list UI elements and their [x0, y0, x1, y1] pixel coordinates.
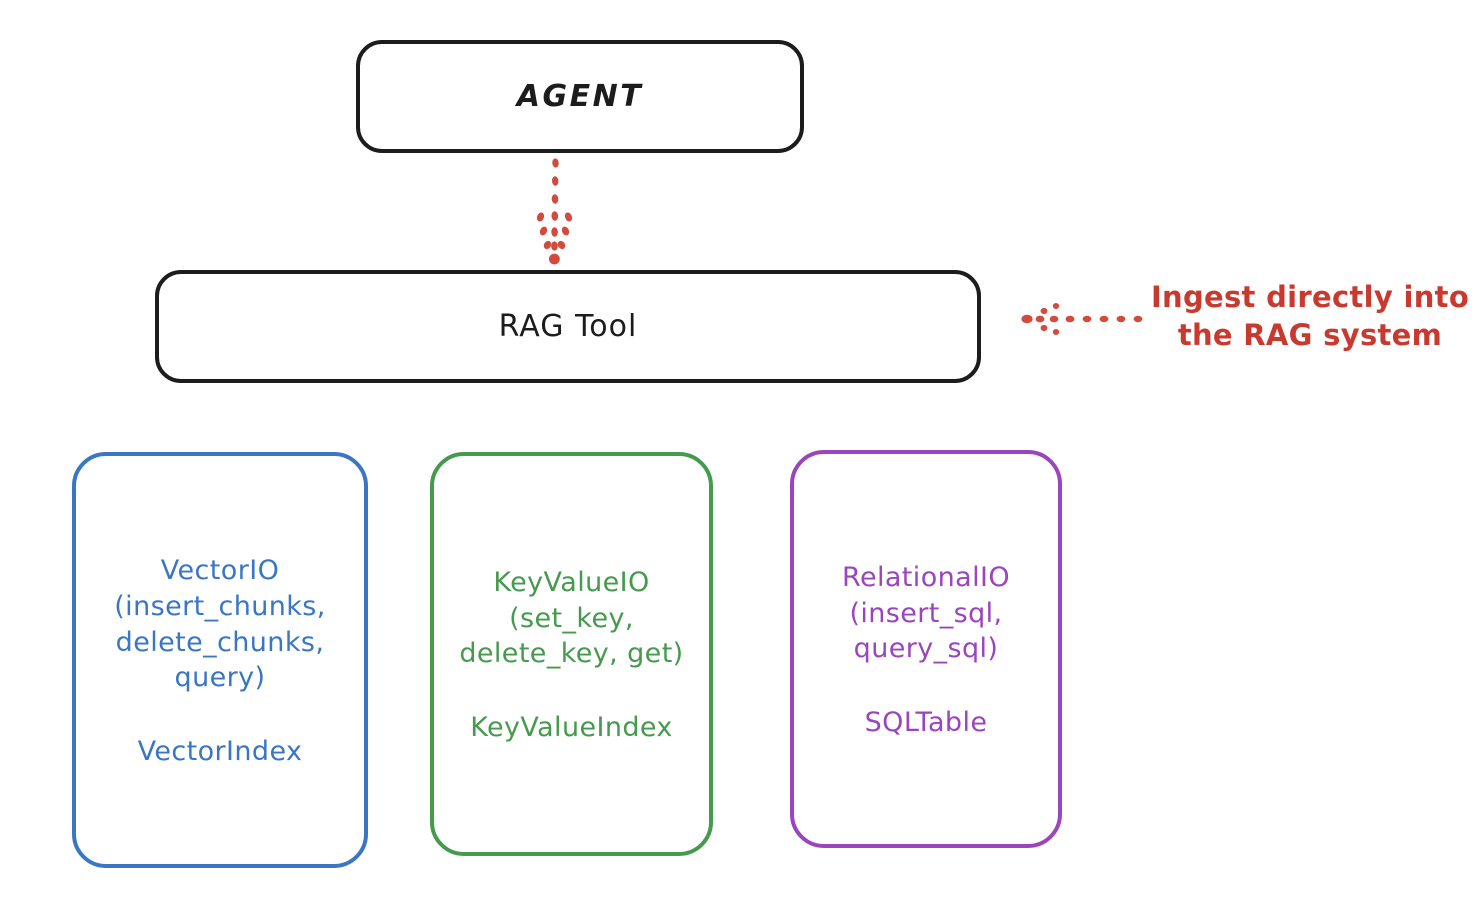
node-relational-io-api-label: RelationalIO (insert_sql, query_sql)	[842, 562, 1010, 665]
node-rag-tool-label: RAG Tool	[498, 309, 638, 344]
node-agent-label: AGENT	[516, 79, 644, 114]
node-relational-io[interactable]: RelationalIO (insert_sql, query_sql) SQL…	[790, 450, 1062, 848]
dotted-arrow-left-icon	[1021, 303, 1143, 335]
node-vector-io-api-label: VectorIO (insert_chunks, delete_chunks, …	[114, 555, 326, 694]
node-key-value-io-api-label: KeyValueIO (set_key, delete_key, get)	[459, 567, 684, 670]
node-agent[interactable]: AGENT	[356, 40, 804, 153]
connector-ingest-to-rag-tool	[1018, 292, 1148, 342]
node-relational-io-index-label: SQLTable	[864, 706, 988, 738]
node-vector-io[interactable]: VectorIO (insert_chunks, delete_chunks, …	[72, 452, 368, 868]
node-key-value-io[interactable]: KeyValueIO (set_key, delete_key, get) Ke…	[430, 452, 713, 856]
node-vector-io-index-label: VectorIndex	[137, 735, 303, 767]
node-rag-tool[interactable]: RAG Tool	[155, 270, 981, 383]
connector-agent-to-rag-tool	[505, 153, 615, 273]
annotation-ingest-directly: Ingest directly into the RAG system	[1150, 280, 1470, 352]
node-key-value-io-index-label: KeyValueIndex	[470, 711, 673, 743]
dotted-arrow-down-icon	[536, 158, 573, 265]
